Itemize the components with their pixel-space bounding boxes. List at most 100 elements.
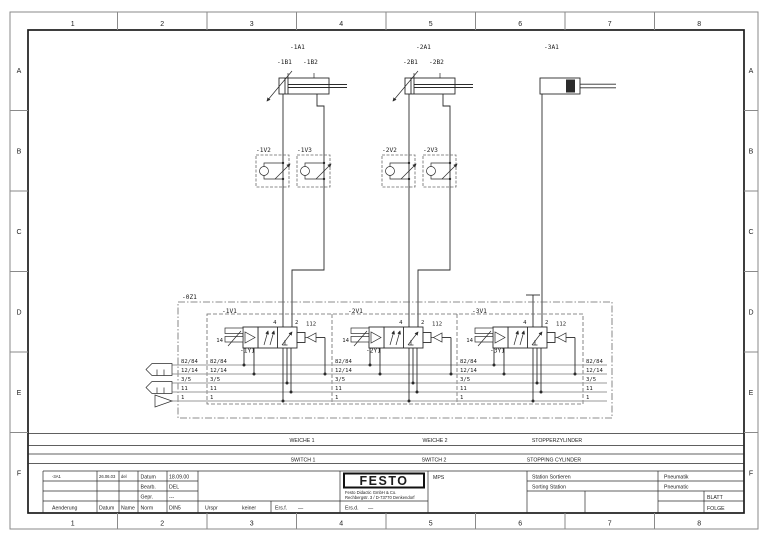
bus-label: 3/5 [335, 377, 345, 383]
bus-label: 3/5 [181, 377, 191, 383]
bus-label: 12/14 [210, 368, 227, 374]
bus-label: 11 [460, 386, 467, 392]
frame-row-label: D [748, 310, 753, 317]
port-4-label: 4 [399, 320, 403, 326]
bus-label: 11 [210, 386, 217, 392]
bus-label: 12/14 [586, 368, 603, 374]
port-14-label: 14 [342, 338, 349, 344]
logo-address-2: Rechbergstr. 3 / D-73770 Denkendorf [345, 495, 415, 500]
cylinder-2-label: -2A1 [416, 44, 431, 51]
caption-weiche2: WEICHE 2 [422, 438, 447, 444]
frame-row-label: B [17, 149, 22, 156]
circuit-2: -2A1 -2B1 -2B2 -2V2 -2V3 [382, 44, 473, 327]
sensor-1b1-label: -1B1 [277, 59, 292, 66]
valve-manifold: -0Z1 82/84 12/14 3/5 11 1 82/84 12/14 3/… [145, 294, 613, 419]
bus-label: 1 [181, 395, 184, 401]
bus-label: 1 [335, 395, 338, 401]
frame-col-label: 8 [697, 21, 701, 28]
port-14-label: 14 [216, 338, 223, 344]
caption-switch2: SWITCH 2 [422, 458, 447, 464]
frame-col-label: 4 [339, 21, 343, 28]
ersf-value: — [298, 506, 304, 512]
bus-label: 82/84 [181, 359, 198, 365]
bus-label: 3/5 [210, 377, 220, 383]
port-4-label: 4 [523, 320, 527, 326]
port-112-label: 112 [432, 322, 442, 328]
gepr-value: --- [169, 495, 174, 501]
bus-label: 82/84 [460, 359, 477, 365]
frame-col-label: 6 [518, 521, 522, 528]
bus-label: 1 [210, 395, 213, 401]
station-name-en: Sorting Station [532, 485, 566, 491]
urspr-value: keiner [242, 506, 256, 512]
coil-3y1-label: -3Y1 [490, 348, 505, 355]
frame-row-label: F [749, 471, 753, 478]
caption-stopping-cylinder: STOPPING CYLINDER [527, 458, 582, 464]
plug-connector [145, 381, 173, 394]
folge-label: FOLGE [707, 506, 725, 512]
frame-row-label: D [16, 310, 21, 317]
bearb-value: DEL [169, 485, 179, 491]
frame-col-label: 3 [250, 521, 254, 528]
circuit-3: -3A1 [526, 44, 616, 327]
manifold-label: -0Z1 [182, 294, 197, 301]
medium-de: Pneumatik [664, 475, 689, 481]
frame-col-label: 5 [429, 521, 433, 528]
frame-row-label: F [17, 471, 21, 478]
ersf-label: Ers.f. [275, 506, 287, 512]
bus-label: 12/14 [335, 368, 352, 374]
port-2-label: 2 [295, 320, 298, 326]
port-14-label: 14 [466, 338, 473, 344]
rev-header-change: Aenderung [52, 506, 77, 512]
frame-col-label: 3 [250, 21, 254, 28]
project-mps: MPS [433, 475, 445, 481]
bus-label: 11 [586, 386, 593, 392]
norm-label: Norm [141, 506, 154, 512]
rev-change: -3A1 [52, 474, 62, 479]
logo-address-1: Festo Didactic GmbH & Co. [345, 490, 396, 495]
title-block: -3A1 26.06.03 del Aenderung Datum Name D… [42, 470, 744, 513]
frame-col-label: 7 [608, 521, 612, 528]
circuit-1: -1A1 -1B1 -1B2 -1V2 -1V3 [256, 44, 347, 327]
sensor-1b2-label: -1B2 [303, 59, 318, 66]
caption-stopperzylinder: STOPPERZYLINDER [532, 438, 583, 444]
frame-col-label: 5 [429, 21, 433, 28]
frame-row-label: A [17, 68, 22, 75]
frame-col-label: 7 [608, 21, 612, 28]
bus-label: 82/84 [586, 359, 603, 365]
festo-logo-text: FESTO [360, 474, 409, 488]
cylinder-1-label: -1A1 [290, 44, 305, 51]
bus-label: 3/5 [460, 377, 470, 383]
cylinder-3-label: -3A1 [544, 44, 559, 51]
frame-col-label: 2 [160, 521, 164, 528]
flow-valve-1v2-label: -1V2 [256, 147, 271, 154]
flow-valve-1v3-label: -1V3 [297, 147, 312, 154]
rev-name: del [121, 474, 127, 479]
bus-label: 11 [335, 386, 342, 392]
ersd-value: — [368, 506, 374, 512]
bus-label: 12/14 [460, 368, 477, 374]
datum-value: 18.09.00 [169, 475, 189, 481]
frame-row-label: A [749, 68, 754, 75]
plug-connector [145, 363, 173, 376]
datum-label: Datum [141, 475, 156, 481]
frame-row-label: E [17, 390, 22, 397]
frame-row-label: C [16, 229, 21, 236]
port-112-label: 112 [556, 322, 566, 328]
medium-en: Pneumatic [664, 485, 689, 491]
bus-label: 3/5 [586, 377, 596, 383]
urspr-label: Urspr [205, 506, 218, 512]
frame-col-label: 2 [160, 21, 164, 28]
coil-1y1-label: -1Y1 [240, 348, 255, 355]
air-supply-triangle [154, 394, 174, 408]
port-4-label: 4 [273, 320, 277, 326]
caption-bands: WEICHE 1 WEICHE 2 STOPPERZYLINDER SWITCH… [28, 433, 744, 464]
bearb-label: Bearb. [141, 485, 156, 491]
bus-label: 82/84 [210, 359, 227, 365]
valve-2v1-label: -2V1 [348, 308, 363, 315]
sensor-2b2-label: -2B2 [429, 59, 444, 66]
bus-label: 11 [181, 386, 188, 392]
drawing-frame: 1 2 3 4 5 6 7 8 1 2 3 4 5 6 7 8 A B C D … [9, 11, 759, 530]
norm-value: DIN5 [169, 506, 181, 512]
